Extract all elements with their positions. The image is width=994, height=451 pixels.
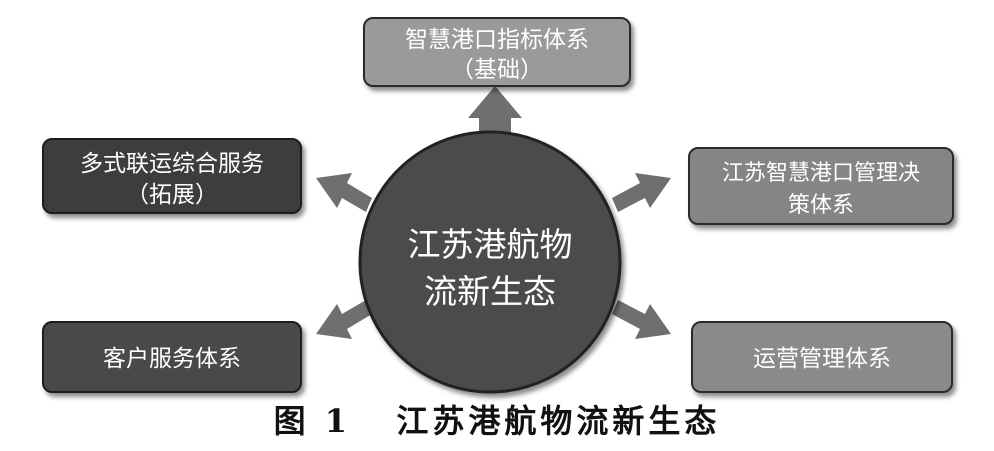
- arrow-to-lower-right: [612, 300, 671, 339]
- node-lower-right: 运营管理体系: [691, 321, 953, 393]
- node-upper-right-line-2: 策体系: [788, 193, 854, 218]
- node-top-line-1: 智慧港口指标体系: [405, 27, 589, 53]
- node-upper-left-line-2: （拓展）: [126, 182, 218, 208]
- caption-gap: [351, 402, 396, 440]
- node-upper-right: 江苏智慧港口管理决 策体系: [688, 147, 954, 225]
- figure-caption: 图 1 江苏港航物流新生态: [0, 396, 994, 442]
- figure-title: 江苏港航物流新生态: [396, 402, 721, 440]
- node-upper-right-line-1: 江苏智慧港口管理决: [722, 161, 920, 186]
- center-line-1: 江苏港航物: [408, 225, 573, 264]
- arrow-to-upper-left: [316, 173, 372, 212]
- arrow-to-lower-left: [316, 300, 372, 339]
- center-circle: [358, 130, 622, 394]
- figure-number: 图 1: [273, 402, 351, 440]
- node-upper-right-box: [688, 147, 954, 225]
- node-top-box: [363, 17, 631, 87]
- node-top: 智慧港口指标体系 （基础）: [363, 17, 631, 87]
- node-lower-left: 客户服务体系: [42, 321, 302, 393]
- node-top-line-2: （基础）: [451, 57, 543, 83]
- center-line-2: 流新生态: [424, 272, 556, 311]
- center-hub: 江苏港航物 流新生态: [358, 130, 622, 394]
- node-lower-right-line-1: 运营管理体系: [753, 346, 891, 372]
- node-lower-left-line-1: 客户服务体系: [103, 346, 241, 372]
- node-upper-left-line-1: 多式联运综合服务: [80, 151, 264, 177]
- arrow-to-upper-right: [612, 173, 671, 212]
- node-lower-right-box: [691, 321, 953, 393]
- node-lower-left-box: [42, 321, 302, 393]
- node-upper-left-box: [42, 138, 302, 214]
- node-upper-left: 多式联运综合服务 （拓展）: [42, 138, 302, 214]
